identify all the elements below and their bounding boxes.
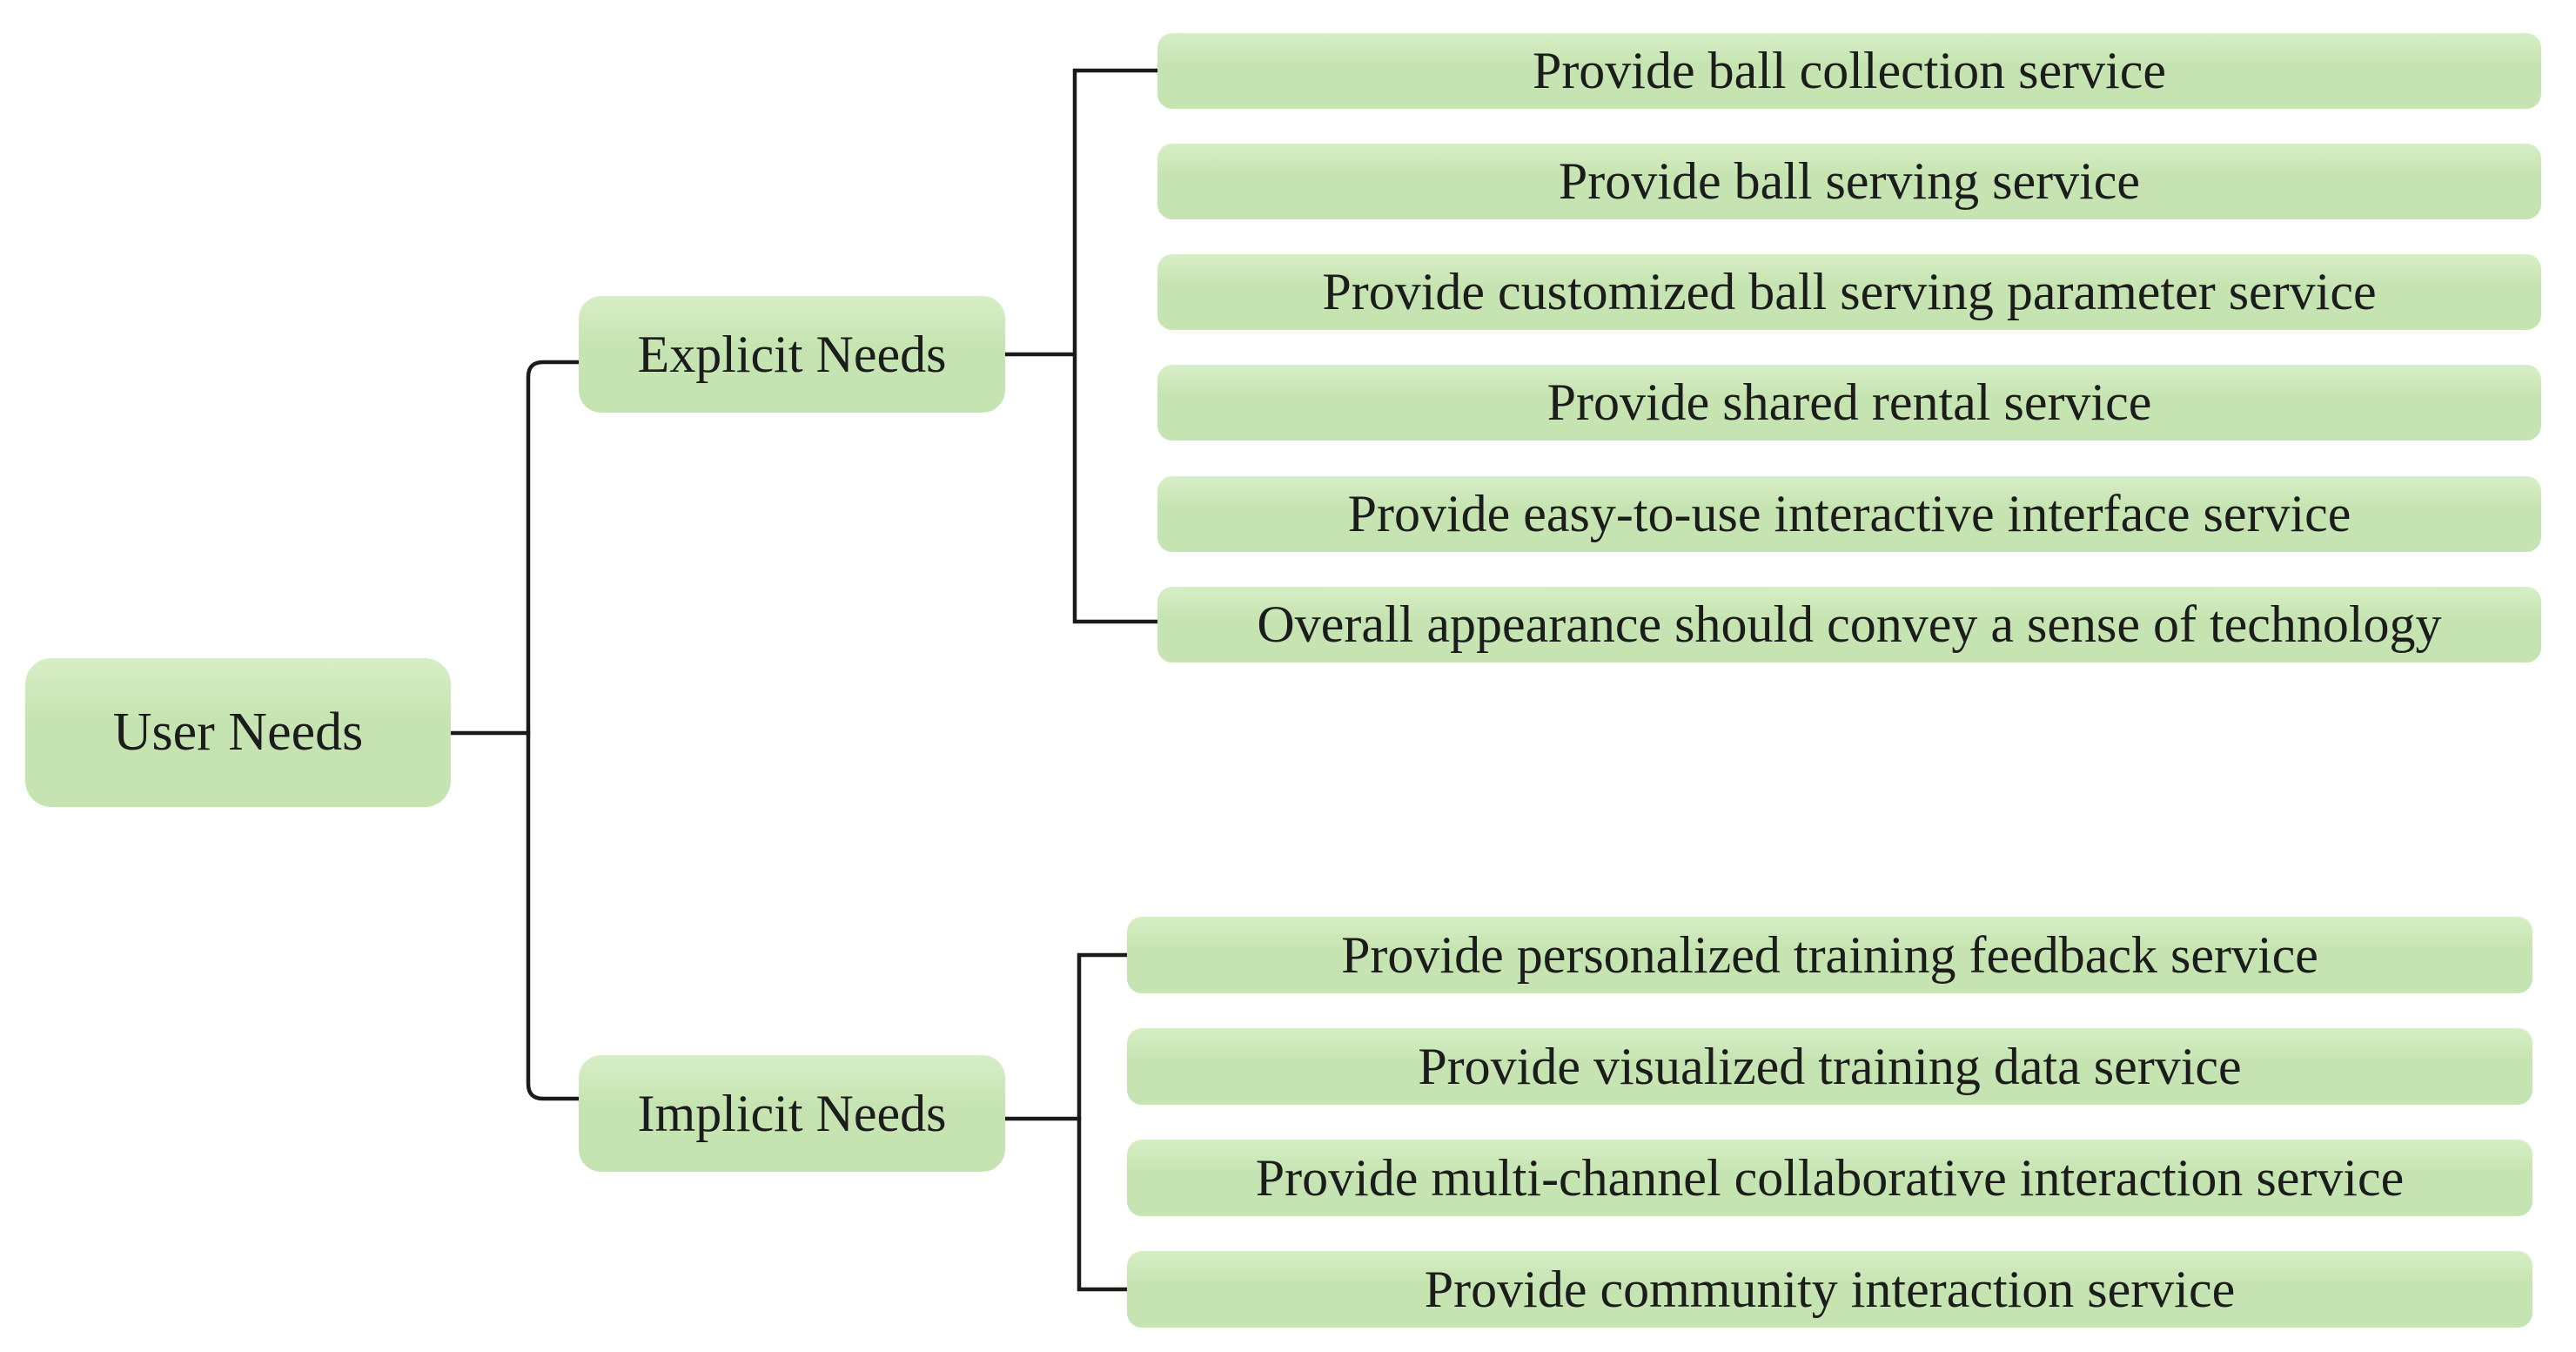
node-user-needs: User Needs	[25, 658, 451, 807]
leaf-ball-serving-service: Provide ball serving service	[1157, 144, 2541, 219]
leaf-visualized-training-data-service: Provide visualized training data service	[1127, 1028, 2532, 1105]
node-explicit-needs: Explicit Needs	[579, 296, 1005, 413]
connector-implicit-bracket	[1077, 952, 1130, 1292]
leaf-community-interaction-service: Provide community interaction service	[1127, 1251, 2532, 1328]
node-implicit-needs: Implicit Needs	[579, 1055, 1005, 1172]
leaf-customized-serving-parameter-service: Provide customized ball serving paramete…	[1157, 254, 2541, 330]
leaf-multi-channel-collaborative-interaction-service: Provide multi-channel collaborative inte…	[1127, 1140, 2532, 1216]
connector-explicit-bracket	[1072, 68, 1160, 624]
connector-root-bracket	[526, 360, 581, 1101]
leaf-appearance-sense-of-technology: Overall appearance should convey a sense…	[1157, 587, 2541, 663]
leaf-personalized-training-feedback-service: Provide personalized training feedback s…	[1127, 917, 2532, 993]
leaf-ball-collection-service: Provide ball collection service	[1157, 33, 2541, 109]
leaf-easy-to-use-interface-service: Provide easy-to-use interactive interfac…	[1157, 476, 2541, 552]
leaf-shared-rental-service: Provide shared rental service	[1157, 365, 2541, 441]
